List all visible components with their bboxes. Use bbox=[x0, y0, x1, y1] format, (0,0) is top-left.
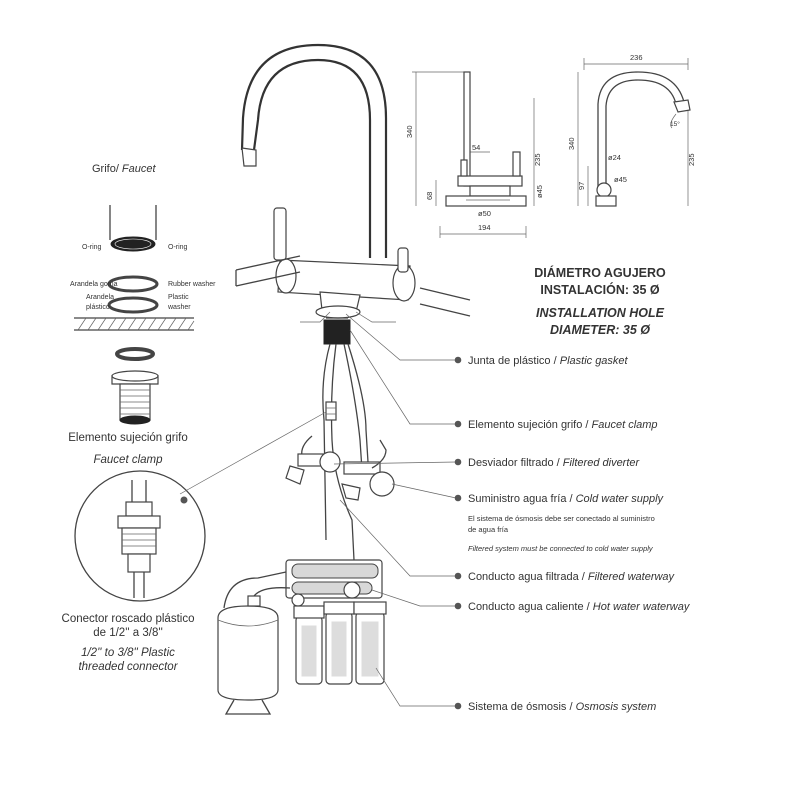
front-d50: ø50 bbox=[478, 209, 491, 218]
side-h235: 235 bbox=[687, 153, 696, 166]
side-dimension-view: 340 236 ø24 ø45 97 235 15° bbox=[567, 53, 696, 207]
hole-en1: INSTALLATION HOLE bbox=[536, 306, 665, 320]
plastic-washer-es2: plástico bbox=[86, 304, 110, 311]
side-h97: 97 bbox=[577, 182, 586, 190]
front-dimension-view: 340 68 54 235 ø45 ø50 194 bbox=[405, 71, 544, 238]
callout-cold-note-es1: El sistema de ósmosis debe ser conectado… bbox=[468, 514, 655, 523]
rubber-washer-en: Rubber washer bbox=[168, 281, 216, 288]
connector-en2: threaded connector bbox=[78, 661, 178, 673]
front-h68: 68 bbox=[425, 192, 434, 200]
front-h235: 235 bbox=[533, 153, 542, 166]
callout-cold-note-es2: de agua fría bbox=[468, 525, 509, 534]
faucet-tube bbox=[109, 205, 157, 240]
callout-leaders bbox=[333, 313, 462, 710]
callout-filtered: Conducto agua filtrada / Filtered waterw… bbox=[468, 571, 676, 583]
oring-left-label: O-ring bbox=[82, 244, 102, 251]
main-faucet bbox=[235, 43, 471, 345]
plastic-washer-part bbox=[107, 296, 159, 314]
valves bbox=[285, 435, 395, 501]
callout-osmosis: Sistema de ósmosis / Osmosis system bbox=[468, 701, 656, 713]
callout-cold: Suministro agua fría / Cold water supply bbox=[468, 493, 665, 505]
connector-es2: de 1/2'' a 3/8'' bbox=[93, 627, 163, 639]
clamp-left-es: Elemento sujeción grifo bbox=[68, 432, 188, 444]
faucet-label: Grifo/Faucet bbox=[92, 163, 156, 175]
hole-es1: DIÁMETRO AGUJERO bbox=[534, 265, 666, 280]
front-w54: 54 bbox=[472, 143, 480, 152]
side-d45: ø45 bbox=[614, 175, 627, 184]
callout-cold-note-en: Filtered system must be connected to col… bbox=[468, 544, 654, 553]
side-angle: 15° bbox=[670, 120, 680, 128]
callout-clamp: Elemento sujeción grifo / Faucet clamp bbox=[468, 419, 658, 431]
plastic-washer-en2: washer bbox=[167, 304, 191, 311]
hoses bbox=[322, 343, 369, 561]
countertop-hatch bbox=[74, 317, 195, 331]
connector-es1: Conector roscado plástico bbox=[62, 613, 195, 625]
oring-right-label: O-ring bbox=[168, 244, 188, 251]
plastic-washer-en1: Plastic bbox=[168, 294, 189, 301]
side-h340: 340 bbox=[567, 137, 576, 150]
callout-diverter: Desviador filtrado / Filtered diverter bbox=[468, 457, 641, 469]
front-d45: ø45 bbox=[535, 185, 544, 198]
front-h340: 340 bbox=[405, 125, 414, 138]
front-w194: 194 bbox=[478, 223, 491, 232]
callout-hot: Conducto agua caliente / Hot water water… bbox=[468, 601, 691, 613]
connector-detail bbox=[74, 470, 206, 602]
hole-es2: INSTALACIÓN: 35 Ø bbox=[540, 282, 659, 297]
connector-en1: 1/2'' to 3/8'' Plastic bbox=[81, 647, 175, 659]
hole-en2: DIAMETER: 35 Ø bbox=[550, 323, 651, 337]
callout-gasket: Junta de plástico / Plastic gasket bbox=[468, 355, 629, 367]
plastic-washer-es1: Arandela bbox=[86, 294, 114, 301]
side-w236: 236 bbox=[630, 53, 643, 62]
faucet-clamp-part bbox=[111, 347, 159, 425]
rubber-washer-part bbox=[107, 275, 159, 293]
clamp-left-en: Faucet clamp bbox=[93, 454, 163, 466]
rubber-washer-es: Arandela goma bbox=[70, 281, 118, 288]
oring-part bbox=[110, 236, 156, 252]
installation-hole-info: DIÁMETRO AGUJERO INSTALACIÓN: 35 Ø INSTA… bbox=[534, 265, 666, 337]
side-d24: ø24 bbox=[608, 153, 621, 162]
osmosis-system bbox=[217, 559, 387, 715]
